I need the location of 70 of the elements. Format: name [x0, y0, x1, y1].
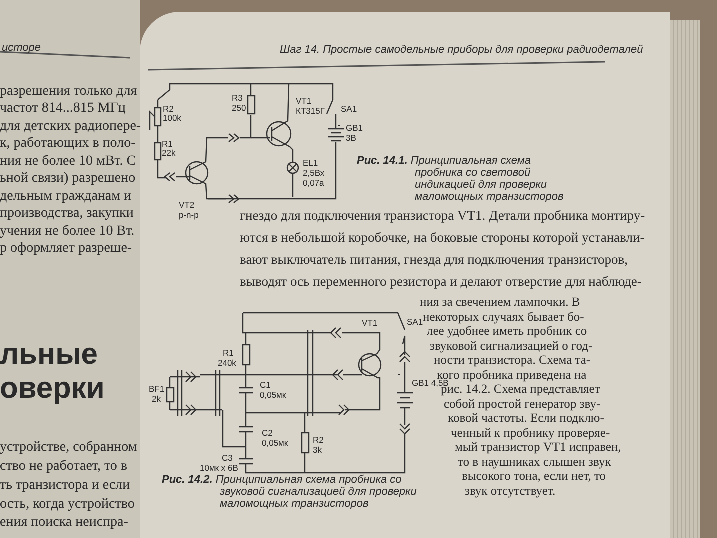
body-text-line: учения не более 10 Вт.: [0, 224, 135, 240]
body-text-line: дельным гражданам и: [0, 189, 132, 204]
component-label: 22k: [162, 149, 176, 158]
component-label: 3k: [313, 446, 322, 456]
component-label: 240k: [218, 359, 236, 368]
page-header: исторе: [2, 42, 42, 54]
component-label: 0,05мк: [262, 439, 288, 448]
component-label: 0,05мк: [260, 391, 286, 400]
component-label: GB1 4,5В: [412, 379, 449, 388]
body-text-line: р оформляет разреше-: [0, 241, 132, 256]
component-label: R1: [223, 349, 234, 358]
component-label: R1: [162, 140, 173, 150]
body-text-line: гнездо для подключения транзистора VT1. Детали пробника монтиру-: [240, 209, 646, 224]
body-text-line: ство не работает, то в: [0, 459, 128, 474]
body-text-line: звуковой сигнализацией о год-: [430, 340, 593, 354]
component-label: VT1: [296, 97, 312, 106]
component-label: R3: [232, 94, 243, 104]
figure-caption: Рис. 14.1. Принципиальная схема пробника со световой индикацией для проверки маломощных транзисторов: [357, 155, 565, 204]
figure-caption: Рис. 14.2. Принципиальная схема пробника со звуковой сигнализацией для проверки маломощных транзисторов: [162, 474, 418, 510]
body-text-line: для детских радиопере-: [0, 119, 142, 134]
body-text-line: ченный к пробнику проверяе-: [451, 426, 610, 440]
component-label: GB1: [346, 124, 364, 134]
body-text-line: ности транзистора. Схема та-: [434, 354, 591, 368]
component-label: VT1: [362, 319, 378, 328]
body-text-line: ния за свечением лампочки. В: [420, 296, 580, 310]
component-label: -: [338, 121, 341, 130]
body-text-line: ьной связи) разрешено: [0, 171, 136, 186]
component-label: C1: [260, 381, 271, 390]
body-text-line: то в наушниках слышен звук: [458, 456, 612, 470]
component-label: 2,5Вх: [303, 169, 325, 178]
component-label: КТ315Г: [296, 107, 325, 116]
component-label: SA1: [341, 105, 358, 114]
component-label: EL1: [303, 159, 318, 168]
body-text-line: ются в небольшой коробочке, на боковые стороны которой устанавли-: [240, 231, 645, 246]
body-text-line: вают выключатель питания, гнезда для подключения транзисторов,: [240, 253, 628, 268]
body-text-line: разрешения только для: [0, 84, 138, 100]
component-label: 3В: [346, 134, 356, 144]
body-text-line: ость, когда устройство: [0, 497, 135, 512]
component-label: C2: [262, 429, 273, 438]
component-label: 100k: [163, 114, 182, 124]
body-text-line: ения поиска неиспра-: [0, 515, 128, 530]
body-text-line: высокого тона, если нет, то: [462, 470, 606, 484]
page-header: Шаг 14. Простые самодельные приборы для проверки радиодеталей: [280, 44, 644, 56]
component-label: 10мк х 6В: [200, 464, 238, 474]
body-text-line: собой простой генератор зву-: [444, 398, 601, 412]
body-text-line: ть транзистора и если: [0, 478, 130, 494]
body-text-line: выводят ось переменного резистора и делают отверстие для наблюде-: [240, 275, 642, 290]
component-label: -: [398, 370, 401, 380]
body-text-line: частот 814...815 МГц: [0, 101, 126, 116]
component-label: SA1: [407, 318, 424, 328]
body-text-line: мый транзистор VT1 исправен,: [455, 441, 622, 455]
body-text-line: ния не более 10 мВт. С: [0, 154, 136, 170]
component-label: VT2: [179, 201, 195, 210]
component-label: 250: [232, 104, 246, 114]
body-text-line: устройстве, собранном: [0, 440, 138, 456]
component-label: 0,07а: [303, 179, 324, 188]
body-text-line: звук отсутствует.: [465, 484, 556, 498]
section-heading: льные: [0, 338, 98, 371]
section-heading: оверки: [0, 372, 105, 405]
body-text-line: к, работающих в поло-: [0, 136, 136, 152]
component-label: BF1: [149, 385, 165, 394]
body-text-line: лее удобнее иметь пробник со: [427, 325, 588, 339]
component-label: R2: [313, 436, 324, 446]
component-label: 2k: [152, 395, 161, 404]
component-label: C3: [222, 454, 233, 464]
body-text-line: производства, закупки: [0, 206, 134, 222]
body-text-line: ковой частоты. Если подклю-: [448, 412, 604, 426]
body-text-line: некоторых случаях бывает бо-: [423, 310, 584, 324]
component-label: p-n-p: [179, 211, 199, 220]
component-label: R2: [163, 105, 174, 114]
